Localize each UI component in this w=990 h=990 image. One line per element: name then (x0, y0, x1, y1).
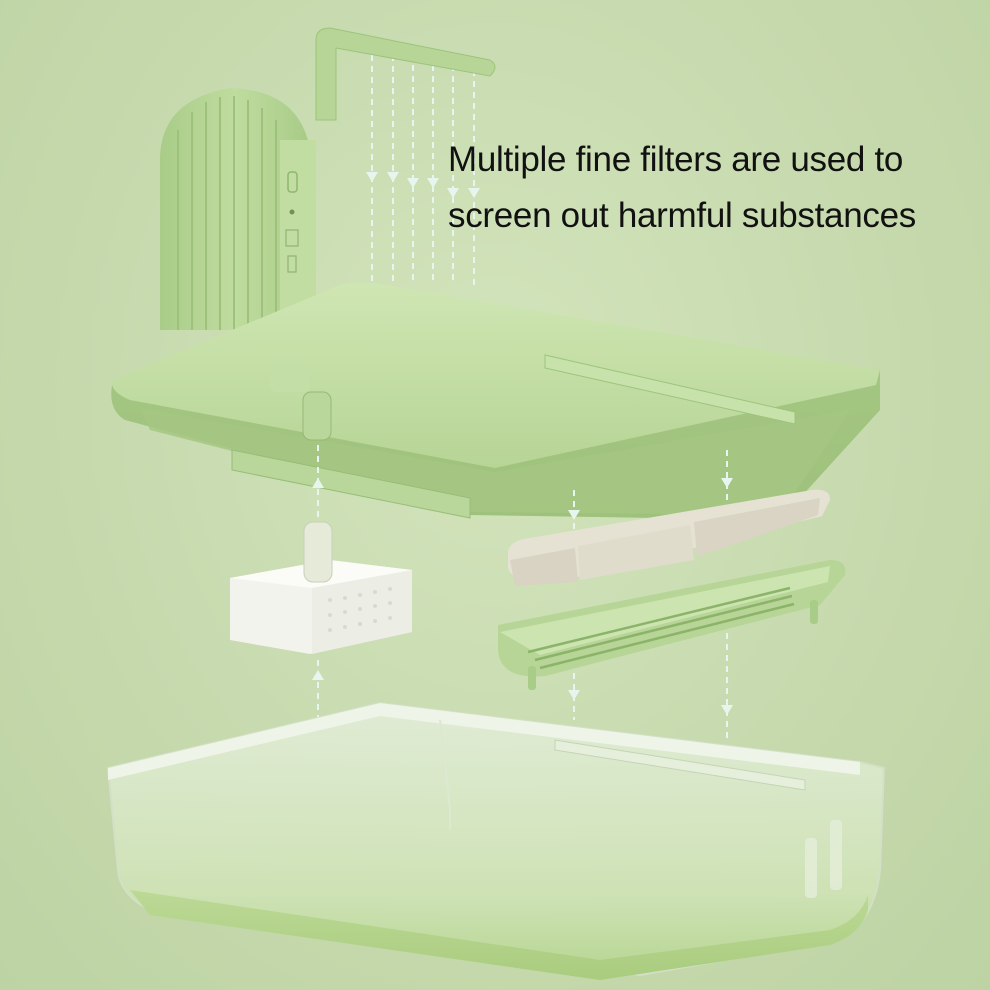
foam-filter-tray (508, 489, 830, 586)
caption-line-1: Multiple fine filters are used to (448, 140, 904, 179)
filter-cartridge (230, 521, 412, 654)
fountain-lid (111, 282, 881, 520)
caption-line-2: screen out harmful substances (448, 196, 916, 235)
filter-grate-plate (498, 560, 846, 690)
pump-housing (160, 88, 316, 330)
flow-arrowheads-mid (312, 478, 733, 715)
flow-arrowheads-top (366, 172, 480, 198)
outlet-pipe (315, 27, 496, 121)
water-flow-arrows-top (371, 55, 475, 285)
water-tank-base (106, 701, 886, 980)
feature-caption: Multiple fine filters are used to screen… (448, 132, 968, 244)
